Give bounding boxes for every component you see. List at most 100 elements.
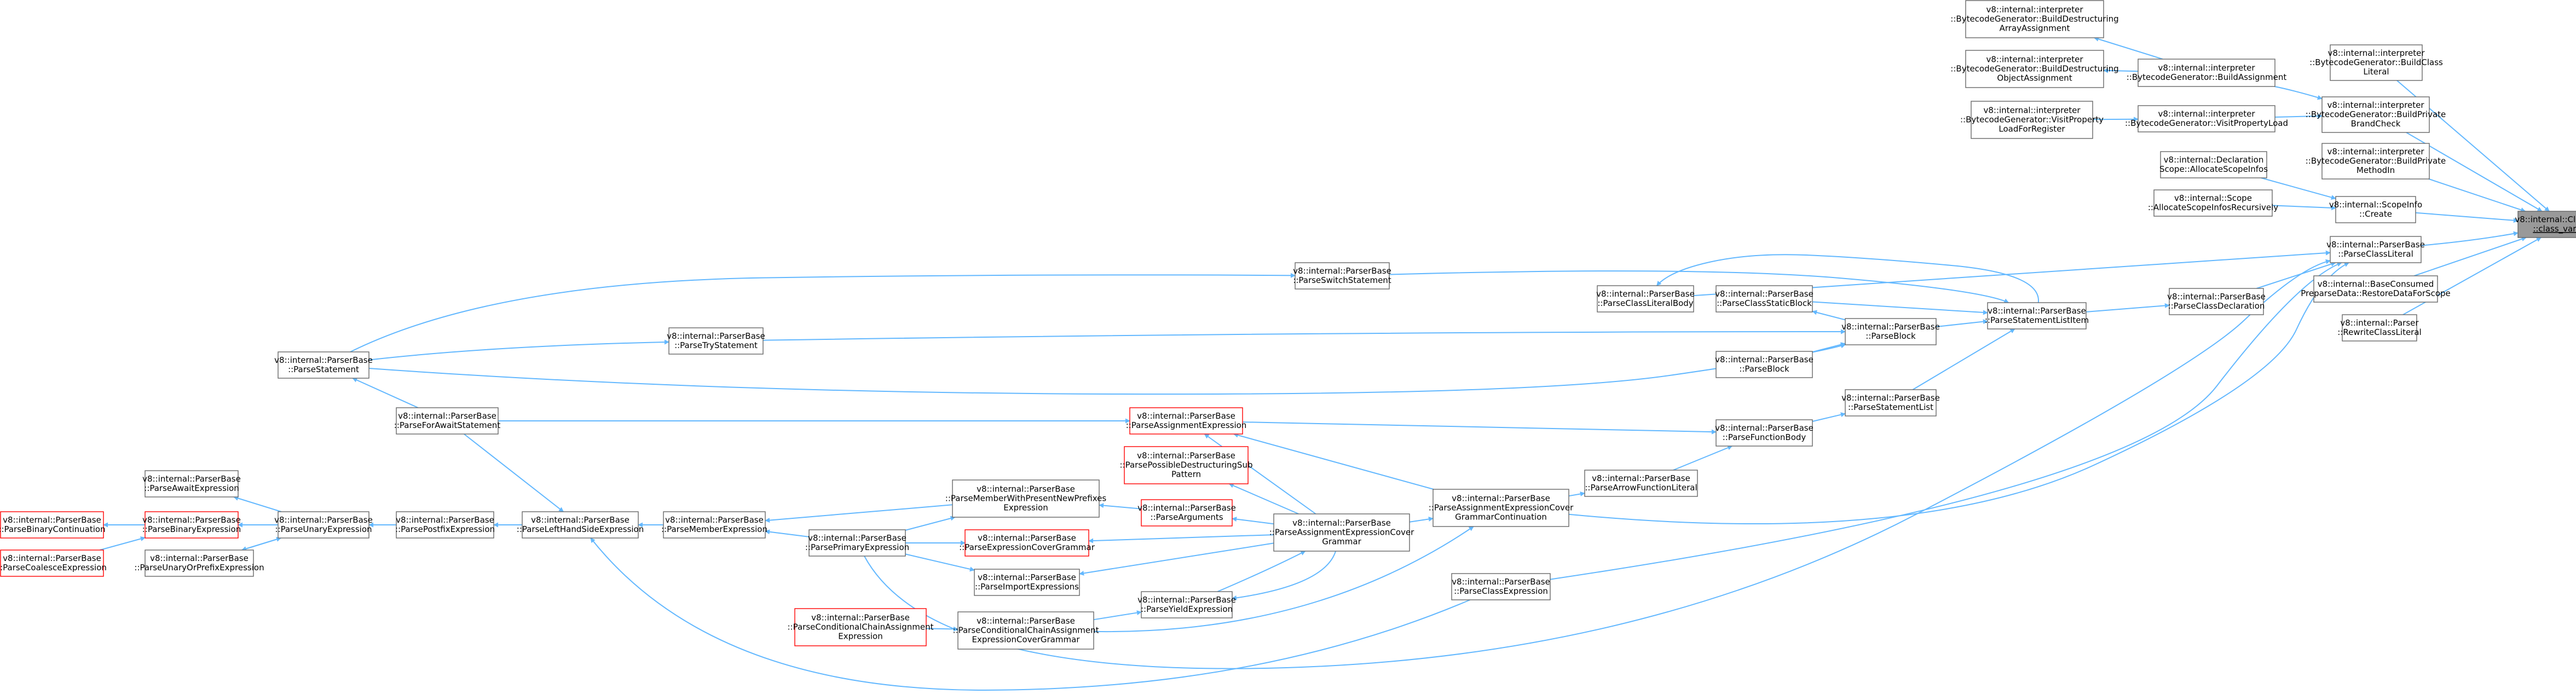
node-label-line: ::Create — [2359, 209, 2392, 219]
node-parsePrimaryExpression[interactable]: v8::internal::ParserBase::ParsePrimaryEx… — [805, 529, 909, 557]
node-label-line: ::ParseBinaryContinuation — [0, 524, 106, 534]
node-parseExpressionCoverGrammar[interactable]: v8::internal::ParserBase::ParseExpressio… — [959, 529, 1095, 557]
node-bcdVisitPropertyLoad[interactable]: v8::internal::interpreter::BytecodeGener… — [2125, 105, 2288, 132]
edge-restoreData-to-root — [2413, 236, 2527, 276]
node-parseAssignExprCoverGrammar[interactable]: v8::internal::ParserBase::ParseAssignmen… — [1269, 513, 1414, 552]
node-root[interactable]: v8::internal::ClassScope::class_variable — [2515, 211, 2576, 238]
node-label-line: LoadForRegister — [1999, 124, 2065, 134]
node-bcdBuildClassLiteral[interactable]: v8::internal::interpreter::BytecodeGener… — [2309, 44, 2443, 81]
node-parseYieldExpression[interactable]: v8::internal::ParserBase::ParseYieldExpr… — [1137, 591, 1236, 618]
node-parseClassExpression[interactable]: v8::internal::ParserBase::ParseClassExpr… — [1451, 573, 1551, 600]
node-label-line: ObjectAssignment — [1997, 73, 2072, 83]
node-parseClassDeclaration[interactable]: v8::internal::ParserBase::ParseClassDecl… — [2167, 288, 2266, 315]
node-parseConditionalChainAssignExprCoverGrammar[interactable]: v8::internal::ParserBase::ParseCondition… — [953, 611, 1099, 650]
node-parseForAwaitStatement[interactable]: v8::internal::ParserBase::ParseForAwaitS… — [394, 407, 501, 435]
node-label-line: ::ParseUnaryOrPrefixExpression — [134, 563, 264, 572]
node-parseStatementListItem[interactable]: v8::internal::ParserBase::ParseStatement… — [1985, 302, 2089, 329]
node-label-line: v8::internal::ParserBase — [665, 515, 764, 525]
node-parseMemberWithPresentNewPrefixes[interactable]: v8::internal::ParserBase::ParseMemberWit… — [945, 479, 1107, 518]
node-parseBinaryContinuation[interactable]: v8::internal::ParserBase::ParseBinaryCon… — [0, 511, 106, 539]
edge-parseYieldExpression-to-parseAssignExprCoverGrammar — [1217, 551, 1306, 592]
node-box — [145, 549, 254, 577]
node-bcdBuildPrivateMethodIn[interactable]: v8::internal::interpreter::BytecodeGener… — [2306, 143, 2446, 180]
node-label-line: ::ParseBlock — [1865, 331, 1916, 341]
node-parseUnaryExpression[interactable]: v8::internal::ParserBase::ParseUnaryExpr… — [274, 511, 373, 539]
edge-parseStatementListItem-to-parseClassLiteralBody — [1656, 254, 2039, 303]
node-box — [1141, 591, 1233, 618]
node-parseUnaryOrPrefixExpression[interactable]: v8::internal::ParserBase::ParseUnaryOrPr… — [134, 549, 264, 577]
node-scopeInfoCreate[interactable]: v8::internal::ScopeInfo::Create — [2329, 196, 2422, 223]
node-label-line: ::ParseArguments — [1150, 512, 1223, 522]
node-label-line: v8::internal::ParserBase — [811, 613, 910, 623]
node-parsePossibleDestructuringSubPattern[interactable]: v8::internal::ParserBase::ParsePossibleD… — [1120, 446, 1253, 484]
node-label-line: ::ParseImportExpressions — [975, 582, 1079, 592]
node-bcdBuildDestructArray[interactable]: v8::internal::interpreter::BytecodeGener… — [1950, 0, 2119, 38]
node-parseLeftHandSideExpression[interactable]: v8::internal::ParserBase::ParseLeftHandS… — [517, 511, 644, 539]
node-label-line: v8::internal::interpreter — [1983, 106, 2081, 115]
edge-parseBlock-to-parseStatementListItem — [1936, 319, 1988, 327]
node-parseAwaitExpression[interactable]: v8::internal::ParserBase::ParseAwaitExpr… — [142, 470, 241, 497]
node-bcdBuildAssignment[interactable]: v8::internal::interpreter::BytecodeGener… — [2127, 59, 2287, 87]
node-label-line: ::ParseAssignmentExpressionCover — [1269, 528, 1414, 537]
edge-parseStatement-to-parseBlock — [368, 343, 1846, 395]
edge-parseStatement-to-parseSwitchStatement — [350, 273, 1296, 352]
node-label-line: v8::internal::Parser — [2340, 318, 2419, 328]
node-parseTryStatement[interactable]: v8::internal::ParserBase::ParseTryStatem… — [667, 327, 765, 355]
node-box — [1971, 101, 2093, 139]
node-parseAssignmentExpression[interactable]: v8::internal::ParserBase::ParseAssignmen… — [1126, 407, 1247, 435]
node-parseClassLiteralBody[interactable]: v8::internal::ParserBase::ParseClassLite… — [1596, 285, 1695, 313]
edge-parsePrimaryExpression-to-parseClassLiteral — [864, 259, 2331, 669]
node-parseCoalesceExpression[interactable]: v8::internal::ParserBase::ParseCoalesceE… — [0, 549, 107, 577]
edge-parseClassStaticBlock-to-parseStatementListItem — [1812, 301, 1988, 315]
node-box — [2160, 151, 2267, 178]
node-restoreData[interactable]: v8::internal::BaseConsumedPreparseData::… — [2301, 275, 2451, 303]
edge-parseAssignExprCoverGrammar-to-parseImportExpressions — [1079, 542, 1274, 576]
node-parseSwitchStatement[interactable]: v8::internal::ParserBase::ParseSwitchSta… — [1293, 262, 1391, 290]
node-parseFunctionBody[interactable]: v8::internal::ParserBase::ParseFunctionB… — [1715, 419, 1813, 447]
node-label-line: ::ParseStatementListItem — [1985, 315, 2089, 325]
edge-parseSwitchStatement-to-parseStatementListItem — [1389, 270, 2009, 303]
edge-parseStatementList-to-parseStatementListItem — [1912, 328, 2015, 390]
node-box — [278, 351, 369, 379]
node-label-line: ::ParseClassStaticBlock — [1717, 298, 1812, 308]
node-bcdBuildPrivateBrandCheck[interactable]: v8::internal::interpreter::BytecodeGener… — [2306, 96, 2446, 133]
edge-parseAssignExprCoverGrammarContinuation-to-parseArrowFunctionLiteral — [1568, 491, 1585, 497]
node-box — [1273, 513, 1410, 552]
node-label-line: MethodIn — [2356, 165, 2395, 175]
edge-parseAssignExprCoverGrammar-to-parseExpressionCoverGrammar — [1088, 534, 1274, 543]
node-parsePostfixExpression[interactable]: v8::internal::ParserBase::ParsePostfixEx… — [395, 511, 495, 539]
node-bcdVisitPropertyLoadForRegister[interactable]: v8::internal::interpreter::BytecodeGener… — [1960, 101, 2104, 139]
edge-parsePrimaryExpression-to-parseMemberWithPresentNewPrefixes — [905, 516, 956, 531]
edge-parseClassExpression-to-parseLeftHandSideExpression — [590, 537, 1470, 691]
node-parseConditionalChainAssignmentExpression[interactable]: v8::internal::ParserBase::ParseCondition… — [788, 608, 934, 646]
node-label-line: v8::internal::interpreter — [1986, 5, 2083, 15]
node-scopeAllocateScopeInfosRecursively[interactable]: v8::internal::Scope::AllocateScopeInfosR… — [2148, 189, 2278, 217]
node-parseBinaryExpression[interactable]: v8::internal::ParserBase::ParseBinaryExp… — [142, 511, 241, 539]
node-parseStatementList[interactable]: v8::internal::ParserBase::ParseStatement… — [1841, 389, 1940, 416]
edge-parseAssignmentExpression-to-parseFunctionBody — [1242, 421, 1717, 435]
node-parseMemberExpression[interactable]: v8::internal::ParserBase::ParseMemberExp… — [661, 511, 767, 539]
node-parseAssignExprCoverGrammarContinuation[interactable]: v8::internal::ParserBase::ParseAssignmen… — [1429, 489, 1574, 527]
node-label-line: v8::internal::ParserBase — [1292, 518, 1391, 528]
node-declAllocateScopeInfos[interactable]: v8::internal::DeclarationScope::Allocate… — [2159, 151, 2268, 178]
node-label-line: v8::internal::ParserBase — [142, 515, 241, 525]
node-label-line: v8::internal::ParserBase — [274, 515, 373, 525]
node-rewriteClassLiteral[interactable]: v8::internal::Parser::RewriteClassLitera… — [2337, 314, 2422, 342]
node-parseStatement[interactable]: v8::internal::ParserBase::ParseStatement — [274, 351, 373, 379]
node-box — [396, 407, 499, 435]
node-label-line: v8::internal::ParserBase — [978, 533, 1076, 543]
node-bcdBuildDestructObject[interactable]: v8::internal::interpreter::BytecodeGener… — [1950, 50, 2119, 88]
node-parseBlock2[interactable]: v8::internal::ParserBase::ParseBlock — [1715, 351, 1813, 378]
node-label-line: PreparseData::RestoreDataForScope — [2301, 288, 2451, 298]
node-parseArrowFunctionLiteral[interactable]: v8::internal::ParserBase::ParseArrowFunc… — [1584, 470, 1698, 497]
node-box — [1965, 50, 2104, 88]
node-parseClassLiteral[interactable]: v8::internal::ParserBase::ParseClassLite… — [2326, 236, 2425, 263]
node-parseImportExpressions[interactable]: v8::internal::ParserBase::ParseImportExp… — [974, 569, 1080, 596]
node-label-line: ::ParseMemberWithPresentNewPrefixes — [945, 494, 1107, 504]
node-label-line: v8::internal::ParserBase — [978, 572, 1076, 582]
node-box — [668, 327, 764, 355]
node-parseBlock[interactable]: v8::internal::ParserBase::ParseBlock — [1841, 318, 1940, 345]
node-box — [1584, 470, 1698, 497]
node-parseClassStaticBlock[interactable]: v8::internal::ParserBase::ParseClassStat… — [1715, 285, 1813, 313]
node-parseArguments[interactable]: v8::internal::ParserBase::ParseArguments — [1137, 499, 1236, 527]
